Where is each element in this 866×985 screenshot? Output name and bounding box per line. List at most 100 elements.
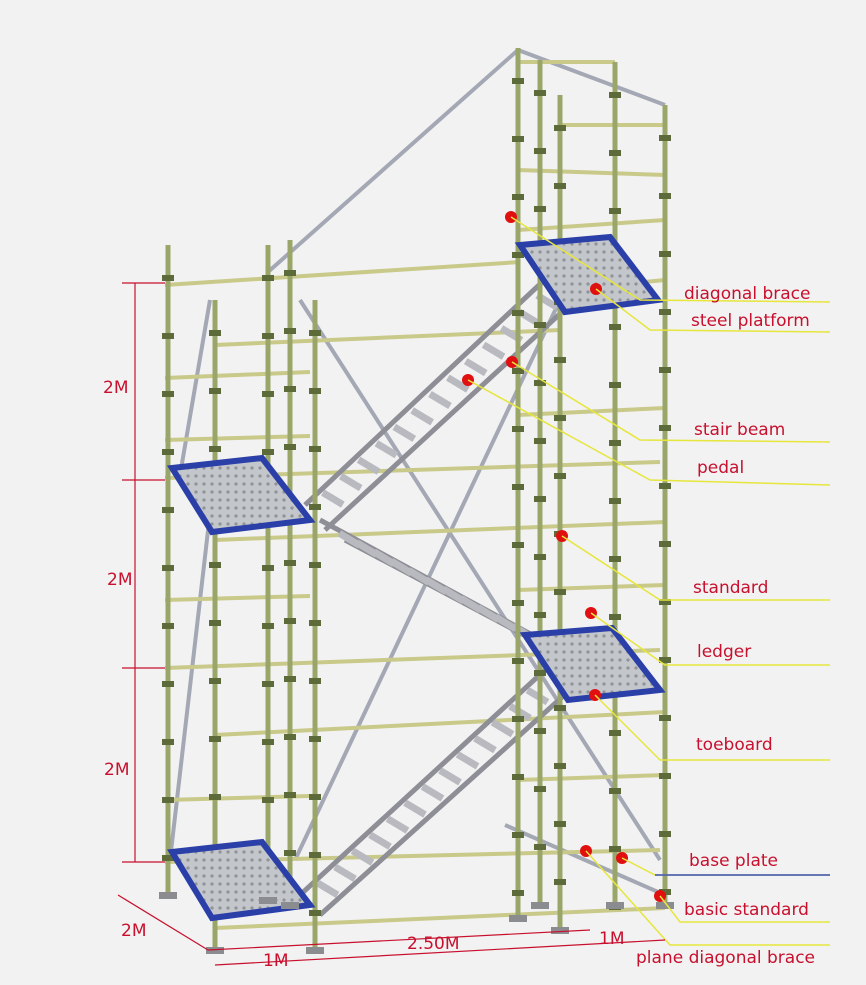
rosette-node: [309, 794, 321, 800]
rosette-node: [659, 193, 671, 199]
rosette-node: [609, 846, 621, 852]
rosette-node: [309, 504, 321, 510]
label-steel-platform: steel platform: [691, 311, 810, 331]
rosette-node: [659, 367, 671, 373]
rosette-node: [512, 600, 524, 606]
rosette-node: [609, 92, 621, 98]
stair-tread: [374, 440, 399, 459]
rosette-node: [512, 484, 524, 490]
stair-tread: [441, 585, 466, 605]
rosette-node: [309, 330, 321, 336]
rosette-node: [659, 657, 671, 663]
rosette-node: [162, 681, 174, 687]
rosette-node: [209, 736, 221, 742]
rosette-node: [659, 251, 671, 257]
rosette-node: [512, 832, 524, 838]
rosette-node: [554, 183, 566, 189]
rosette-node: [309, 678, 321, 684]
rosette-node: [309, 562, 321, 568]
dim-width-left: 1M: [263, 951, 288, 971]
rosette-node: [512, 890, 524, 896]
rosette-node: [262, 565, 274, 571]
rosette-node: [554, 821, 566, 827]
rosette-node: [309, 446, 321, 452]
stair-tread: [338, 473, 363, 492]
rosette-node: [162, 449, 174, 455]
rosette-node: [609, 730, 621, 736]
rosette-node: [659, 425, 671, 431]
rosette-node: [262, 739, 274, 745]
stair-tread: [420, 783, 445, 802]
dimension-lines: [117, 282, 666, 966]
rosette-node: [262, 797, 274, 803]
stair-tread: [315, 879, 340, 898]
rosette-node: [209, 388, 221, 394]
rosette-node: [209, 446, 221, 452]
rosette-node: [162, 565, 174, 571]
base-plate: [531, 902, 549, 909]
rosette-node: [659, 715, 671, 721]
rosette-node: [554, 589, 566, 595]
rosette-node: [309, 852, 321, 858]
rosette-node: [554, 125, 566, 131]
stair-tread: [438, 767, 462, 786]
stair-tread: [428, 390, 452, 410]
rosette-node: [162, 623, 174, 629]
stair-tread: [446, 374, 470, 393]
label-base-plate: base plate: [689, 851, 778, 871]
rosette-node: [609, 382, 621, 388]
base-plate: [159, 892, 177, 899]
rosette-node: [262, 391, 274, 397]
rosette-node: [534, 670, 546, 676]
stair-tread: [481, 341, 506, 360]
rosette-node: [209, 620, 221, 626]
stair-tread: [350, 847, 375, 866]
rosette-node: [534, 844, 546, 850]
rosette-node: [209, 330, 221, 336]
rosette-node: [609, 150, 621, 156]
rosette-node: [534, 786, 546, 792]
rosette-node: [534, 380, 546, 386]
stair-flights: [298, 268, 592, 917]
stair-tread: [337, 530, 362, 549]
rosette-node: [162, 797, 174, 803]
dim-height-top: 2M: [103, 378, 128, 398]
stair-tread: [424, 576, 448, 595]
dim-height-bottom: 2M: [104, 760, 129, 780]
stair-tread: [406, 567, 431, 586]
label-basic-standard: basic standard: [684, 900, 809, 920]
rosette-node: [534, 554, 546, 560]
rosette-node: [209, 562, 221, 568]
rosette-node: [512, 136, 524, 142]
rosette-node: [162, 391, 174, 397]
label-pedal: pedal: [697, 458, 744, 478]
base-plate: [551, 927, 569, 934]
stair-tread: [493, 613, 518, 632]
stair-tread: [473, 735, 497, 754]
rosette-node: [262, 623, 274, 629]
rosette-node: [554, 415, 566, 421]
rosette-node: [534, 148, 546, 154]
stair-tread: [372, 548, 396, 567]
rosette-node: [309, 736, 321, 742]
stair-tread: [321, 489, 345, 508]
rosette-node: [284, 328, 296, 334]
rosette-node: [659, 483, 671, 489]
rosette-node: [554, 357, 566, 363]
rosette-node: [309, 620, 321, 626]
rosette-node: [659, 889, 671, 895]
rosette-node: [284, 560, 296, 566]
dim-width-right: 1M: [599, 929, 624, 949]
rosette-node: [284, 618, 296, 624]
rosette-node: [284, 270, 296, 276]
rosette-node: [659, 541, 671, 547]
base-plates: [159, 892, 674, 954]
label-stair-beam: stair beam: [694, 420, 785, 440]
dim-width-mid: 2.50M: [407, 934, 460, 954]
rosette-node: [609, 788, 621, 794]
label-ledger: ledger: [697, 642, 751, 662]
dimension-labels: 2M 2M 2M 2M 1M 2.50M 1M: [103, 378, 624, 971]
label-plane-diagonal-brace: plane diagonal brace: [636, 948, 815, 968]
rosette-node: [534, 90, 546, 96]
rosette-node: [512, 368, 524, 374]
